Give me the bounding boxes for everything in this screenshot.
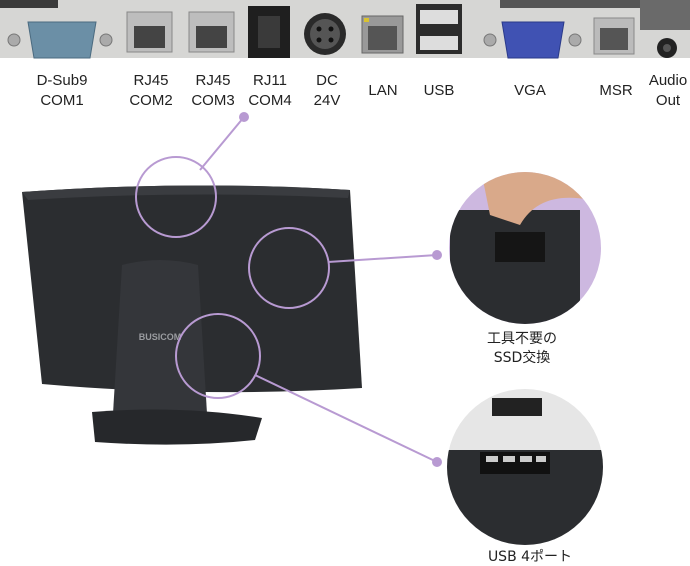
callout-dot	[239, 112, 249, 122]
port-label-rj45-b: RJ45	[195, 72, 230, 89]
port-label-dsub9: D-Sub9	[37, 72, 88, 89]
callout-dot	[432, 457, 442, 467]
callouts	[135, 116, 438, 463]
dc-power-port-icon	[304, 13, 346, 55]
port-label-msr: MSR	[599, 82, 633, 99]
monitor-back-photo: BUSICOM	[22, 185, 362, 445]
highlight-circle-ssd	[248, 227, 330, 309]
ssd-detail-photo	[449, 172, 601, 324]
dsub9-port-icon	[7, 21, 113, 59]
port-label-usb: USB	[424, 82, 455, 99]
ssd-caption-line1: 工具不要の	[487, 331, 557, 347]
port-label-com4: COM4	[248, 92, 291, 109]
highlight-circle-io	[135, 156, 217, 238]
port-label-vga: VGA	[514, 82, 546, 99]
ssd-caption-line2: SSD交換	[494, 349, 551, 366]
brand-logo: BUSICOM	[139, 332, 182, 342]
port-label-com3: COM3	[191, 92, 234, 109]
port-label-rj11: RJ11	[253, 72, 287, 89]
port-labels: D-Sub9 COM1 RJ45 COM2 RJ45 COM3 RJ11 COM…	[37, 72, 688, 109]
usb-port-icon	[416, 4, 462, 54]
usb-caption: USB 4ポート	[488, 549, 572, 565]
io-panel-photo	[0, 0, 690, 59]
usb-detail-photo	[447, 389, 603, 545]
port-label-audio: Audio	[649, 72, 687, 89]
port-label-lan: LAN	[368, 82, 397, 99]
port-label-com1: COM1	[40, 92, 83, 109]
audio-out-port-icon	[657, 38, 677, 58]
port-label-24v: 24V	[314, 92, 341, 109]
port-label-out: Out	[656, 92, 681, 109]
callout-dot	[432, 250, 442, 260]
vga-port-icon	[483, 21, 582, 59]
highlight-circle-usb	[175, 313, 261, 399]
port-label-com2: COM2	[129, 92, 172, 109]
port-label-dc: DC	[316, 72, 338, 89]
port-label-rj45-a: RJ45	[133, 72, 168, 89]
